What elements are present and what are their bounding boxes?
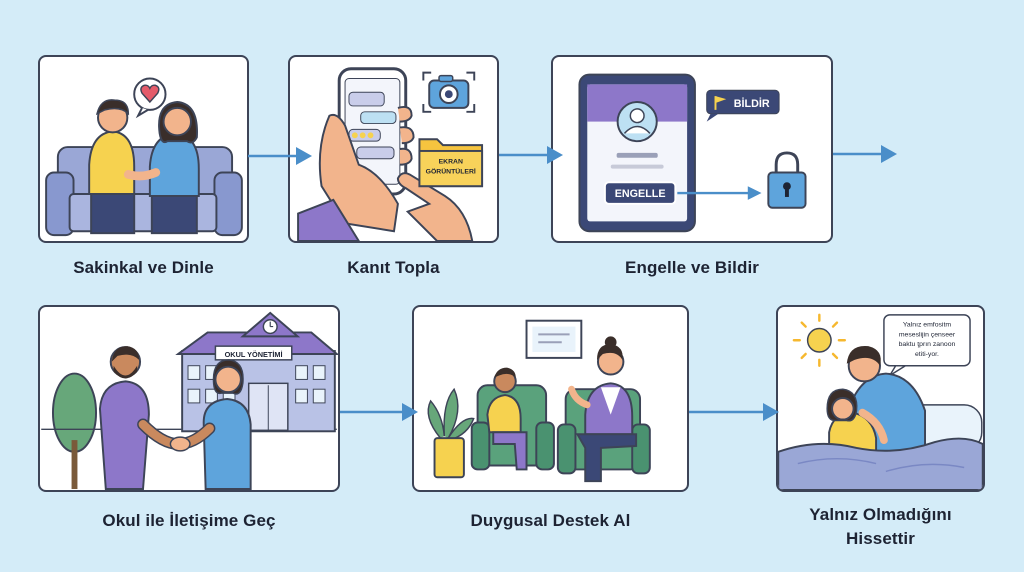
not-alone-illustration: Yalnız emfositm meseslijin çenseer baktu… <box>778 313 983 490</box>
step-label-school: Okul ile İletişime Geç <box>102 511 276 530</box>
step-label-block-report: Engelle ve Bildir <box>625 258 759 277</box>
step-panel-evidence: EKRAN GÖRÜNTÜLERİ <box>288 55 499 243</box>
camera-icon <box>422 71 476 113</box>
school-illustration: OKUL YÖNETİMİ <box>41 311 338 490</box>
folder-label-line2: GÖRÜNTÜLERİ <box>426 166 476 175</box>
arrow-1-to-2 <box>248 147 312 165</box>
school-building: OKUL YÖNETİMİ <box>175 311 338 433</box>
report-button-label: BİLDİR <box>734 97 770 110</box>
arrow-3-continue <box>833 145 897 163</box>
step-panel-listen <box>38 55 249 243</box>
handshake-icon <box>169 436 191 452</box>
speech-bubble: Yalnız emfositm meseslijin çenseer baktu… <box>883 314 971 377</box>
step-label-not-alone-line1: Yalnız Olmadığını <box>809 505 952 524</box>
heart-icon <box>140 84 160 104</box>
folder-icon: EKRAN GÖRÜNTÜLERİ <box>418 138 484 188</box>
arrow-5-to-6 <box>689 403 779 421</box>
bubble-line-2: meseslijin çenseer <box>899 331 956 338</box>
step-panel-not-alone: Yalnız emfositm meseslijin çenseer baktu… <box>776 305 985 492</box>
evidence-illustration: EKRAN GÖRÜNTÜLERİ <box>297 67 484 241</box>
school-sign: OKUL YÖNETİMİ <box>225 350 283 359</box>
step-label-not-alone-line2: Hissettir <box>846 529 915 548</box>
folder-label-line1: EKRAN <box>439 159 463 166</box>
step-label-support: Duygusal Destek Al <box>470 511 631 530</box>
step-label-not-alone: Yalnız Olmadığını Hissettir <box>776 503 985 551</box>
bubble-line-1: Yalnız emfositm <box>903 322 951 329</box>
step-panel-school: OKUL YÖNETİMİ <box>38 305 340 492</box>
bubble-line-4: etiti-yor. <box>915 351 939 358</box>
lock-icon <box>767 151 807 209</box>
block-button-label: ENGELLE <box>615 188 666 200</box>
flag-icon <box>714 96 727 110</box>
profile-icon <box>616 101 658 143</box>
block-button[interactable]: ENGELLE <box>603 181 677 205</box>
arrow-2-to-3 <box>499 146 563 164</box>
report-button[interactable]: BİLDİR <box>706 89 780 122</box>
sun-icon <box>792 313 847 367</box>
arrow-4-to-5 <box>340 403 418 421</box>
step-label-evidence: Kanıt Topla <box>347 258 440 277</box>
step-panel-support <box>412 305 689 492</box>
step-panel-block-report: ENGELLE BİLDİR <box>551 55 833 243</box>
bubble-line-3: baktu ţprın zanoon <box>899 341 956 348</box>
listen-illustration <box>45 77 243 237</box>
plant-icon <box>427 387 475 479</box>
step-label-listen: Sakinkal ve Dinle <box>73 258 214 277</box>
block-report-illustration: ENGELLE BİLDİR <box>578 73 807 233</box>
support-illustration <box>427 319 651 483</box>
